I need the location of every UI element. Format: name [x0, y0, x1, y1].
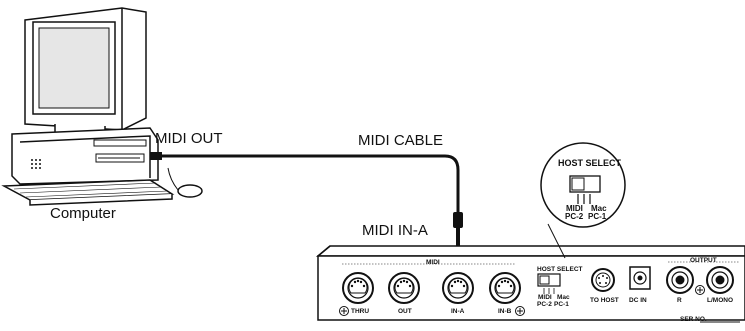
- panel-opt-pc1: PC-1: [554, 301, 569, 308]
- panel-midi-group-label: MIDI: [426, 259, 440, 266]
- callout-title: HOST SELECT: [558, 158, 622, 168]
- panel-r-label: R: [677, 297, 682, 304]
- din-jack-out: [388, 272, 420, 304]
- midi-out-label: MIDI OUT: [155, 130, 223, 147]
- output-jack-l-mono: [706, 266, 734, 294]
- callout-opt-pc1: PC-1: [588, 212, 607, 221]
- din-jack-in-b: [489, 272, 521, 304]
- dc-in-port: [629, 266, 651, 290]
- midi-in-a-label: MIDI IN-A: [362, 222, 428, 239]
- ground-screw-icon: [515, 306, 525, 316]
- panel-dc-in-label: DC IN: [629, 297, 647, 304]
- panel-opt-pc2: PC-2: [537, 301, 552, 308]
- output-jack-r: [666, 266, 694, 294]
- panel-thru-label: THRU: [351, 308, 370, 315]
- host-select-switch: [537, 273, 561, 294]
- host-select-callout: [540, 142, 626, 259]
- panel-in-a-label: IN-A: [451, 308, 465, 315]
- to-host-port: [591, 268, 615, 292]
- callout-opt-pc2: PC-2: [565, 212, 584, 221]
- panel-opt-mac: Mac: [557, 294, 570, 301]
- panel-to-host-label: TO HOST: [590, 297, 619, 304]
- panel-l-mono-label: L/MONO: [707, 297, 733, 304]
- panel-host-select-label: HOST SELECT: [537, 266, 583, 273]
- panel-ser-no-label: SER NO.: [680, 316, 707, 323]
- computer-label: Computer: [50, 205, 116, 222]
- panel-in-b-label: IN-B: [498, 308, 512, 315]
- computer-illustration: [1, 7, 203, 206]
- callout-opt-midi: MIDI: [566, 204, 583, 213]
- panel-output-group-label: OUTPUT: [690, 257, 717, 264]
- panel-out-label: OUT: [398, 308, 412, 315]
- callout-opt-mac: Mac: [591, 204, 607, 213]
- panel-opt-midi: MIDI: [538, 294, 552, 301]
- midi-cable-label: MIDI CABLE: [358, 132, 444, 149]
- ground-screw-icon: [339, 306, 349, 316]
- din-jack-thru: [342, 272, 374, 304]
- ground-screw-icon: [695, 285, 705, 295]
- din-jack-in-a: [442, 272, 474, 304]
